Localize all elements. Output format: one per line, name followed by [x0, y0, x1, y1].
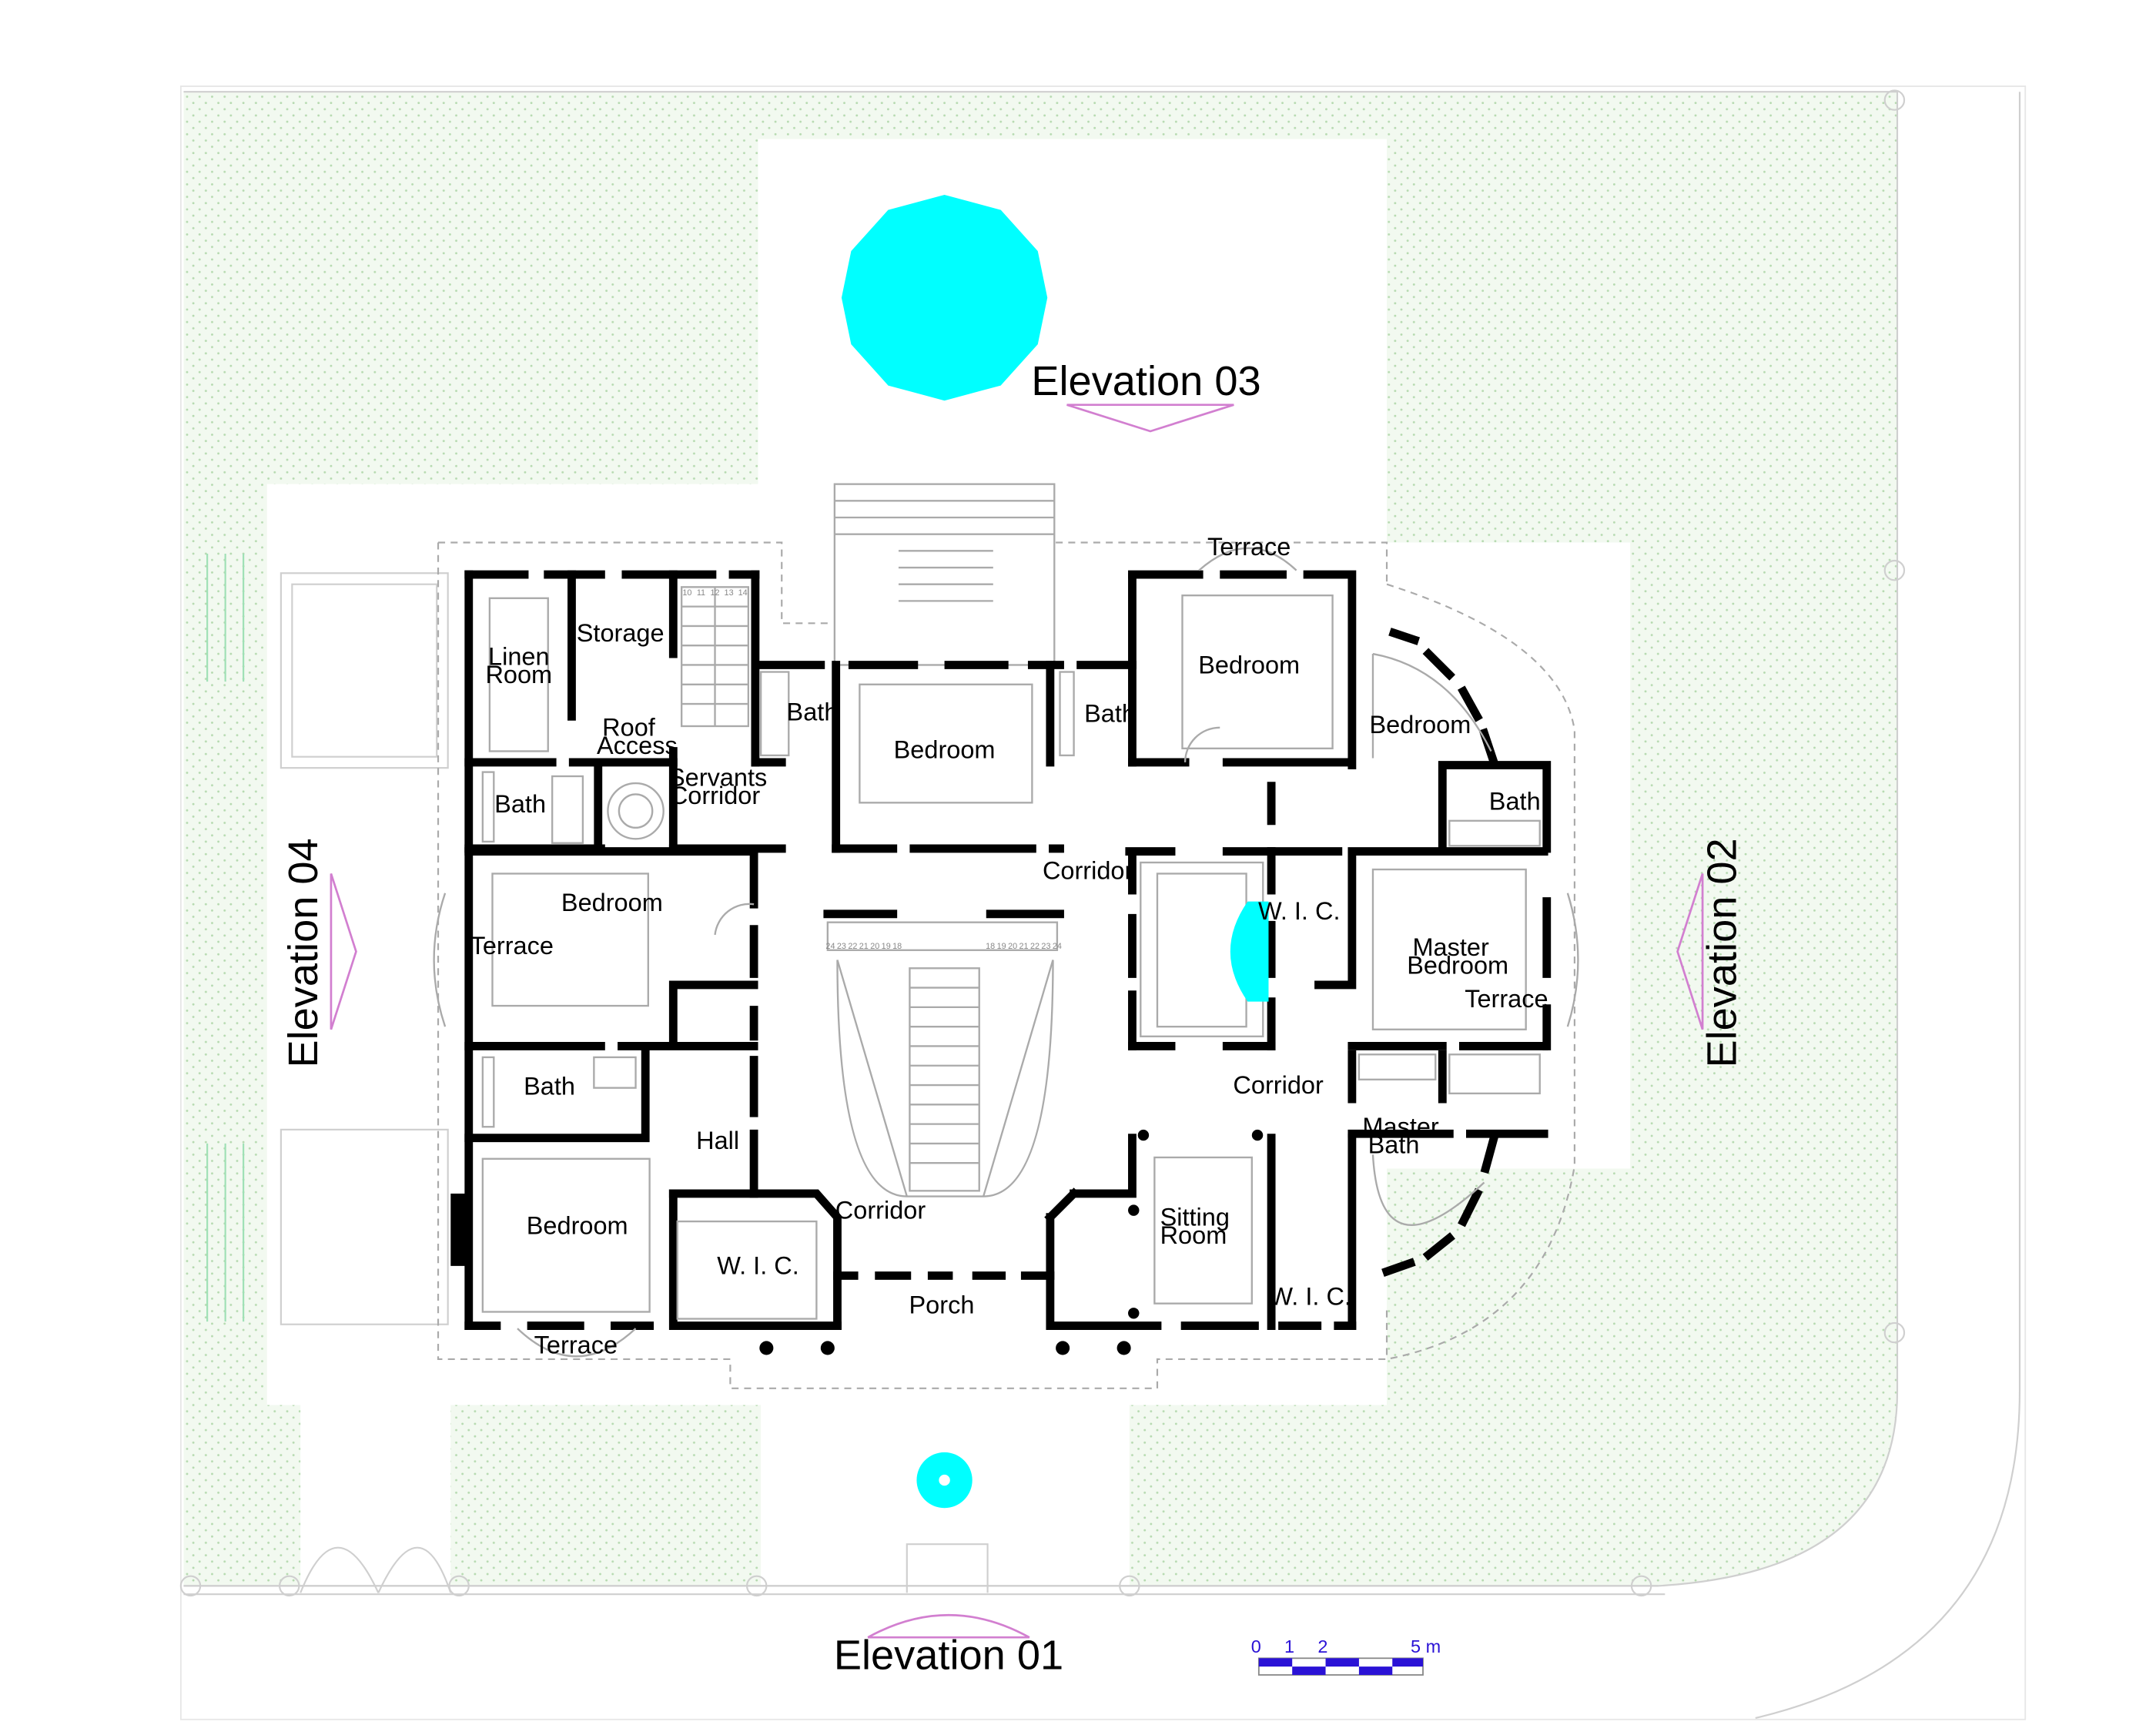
room-hall: Hall	[696, 1127, 739, 1154]
scale-bar: 0 1 2 5 m	[1251, 1636, 1441, 1676]
scale-label-0: 0	[1251, 1636, 1261, 1656]
svg-text:19: 19	[882, 942, 891, 951]
room-bedroom-west-lower: Bedroom	[527, 1211, 628, 1239]
elevation-04-label: Elevation 04	[280, 838, 326, 1067]
svg-text:19: 19	[997, 942, 1006, 951]
svg-text:24: 24	[1053, 942, 1062, 951]
svg-text:20: 20	[1008, 942, 1017, 951]
room-storage: Storage	[577, 619, 665, 647]
room-bath-nw-lower: Bath	[524, 1073, 575, 1100]
room-bedroom-east-bay: Bedroom	[1369, 711, 1471, 739]
svg-text:18: 18	[986, 942, 995, 951]
room-master-bedroom-line2: Bedroom	[1407, 952, 1508, 980]
room-bedroom-north-east: Bedroom	[1198, 651, 1300, 678]
room-linen-line1: Linen	[488, 642, 550, 670]
scale-label-2: 2	[1317, 1636, 1327, 1656]
walls	[450, 570, 1552, 1330]
room-roof-access-line1: Roof	[602, 714, 656, 742]
room-wic-south-west: W. I. C.	[717, 1252, 799, 1280]
room-terrace-west: Terrace	[470, 932, 554, 960]
room-corridor-south: Corridor	[835, 1196, 926, 1224]
svg-text:10: 10	[682, 588, 691, 598]
svg-text:20: 20	[870, 942, 879, 951]
elevation-01-label: Elevation 01	[834, 1633, 1063, 1679]
scale-label-5m: 5 m	[1411, 1636, 1441, 1656]
svg-text:24: 24	[825, 942, 835, 951]
svg-text:14: 14	[738, 588, 748, 598]
elevation-markers	[330, 404, 1704, 1639]
room-master-bedroom-line1: Master	[1412, 933, 1489, 961]
elevation-03-marker	[1066, 404, 1234, 433]
room-bath-north-right: Bath	[1084, 700, 1136, 728]
svg-text:13: 13	[725, 588, 734, 598]
room-linen-line2: Room	[485, 661, 552, 688]
elevation-02-marker	[1676, 873, 1704, 1030]
columns	[759, 1129, 1264, 1355]
room-labels: Linen Room Storage Roof Access Servants …	[470, 533, 1548, 1359]
room-servants-corridor-line2: Corridor	[670, 782, 761, 809]
room-terrace-north: Terrace	[1207, 533, 1291, 561]
room-bath-east: Bath	[1489, 787, 1541, 815]
svg-text:23: 23	[1041, 942, 1050, 951]
fixtures	[433, 547, 1579, 1358]
room-master-bath-line2: Bath	[1368, 1131, 1420, 1159]
stair-numbers: 10 11 12 13 14 24 23 22 21 20 19 18 18 1…	[682, 588, 1062, 951]
elevation-01-marker	[867, 1613, 1030, 1639]
scale-label-1: 1	[1284, 1636, 1294, 1656]
svg-text:18: 18	[892, 942, 902, 951]
svg-text:22: 22	[848, 942, 857, 951]
svg-text:21: 21	[859, 942, 869, 951]
room-bedroom-north-center: Bedroom	[894, 736, 996, 764]
room-corridor-east: Corridor	[1233, 1071, 1324, 1099]
svg-text:21: 21	[1019, 942, 1029, 951]
room-corridor-north: Corridor	[1043, 857, 1133, 885]
interior-pool	[1230, 901, 1269, 1002]
room-master-bath-line1: Master	[1362, 1113, 1439, 1141]
elevation-02-label: Elevation 02	[1699, 838, 1745, 1067]
room-wic-south-east: W. I. C.	[1269, 1282, 1351, 1310]
site	[179, 85, 2027, 1720]
pool	[839, 192, 1050, 404]
room-bath-nw-upper: Bath	[494, 790, 546, 818]
room-porch: Porch	[909, 1291, 975, 1318]
elevation-04-marker	[330, 873, 357, 1030]
room-terrace-south: Terrace	[534, 1331, 618, 1359]
room-servants-corridor-line1: Servants	[668, 764, 767, 792]
room-bath-north-left: Bath	[787, 698, 839, 726]
svg-text:23: 23	[837, 942, 846, 951]
room-terrace-east: Terrace	[1465, 985, 1548, 1013]
svg-text:22: 22	[1030, 942, 1040, 951]
room-sitting-room-line1: Sitting	[1160, 1203, 1230, 1231]
svg-text:11: 11	[697, 588, 705, 598]
room-roof-access-line2: Access	[597, 732, 678, 759]
room-wic-north-east: W. I. C.	[1258, 897, 1341, 925]
room-bedroom-west-upper: Bedroom	[561, 889, 663, 916]
room-sitting-room-line2: Room	[1160, 1221, 1227, 1249]
elevation-03-label: Elevation 03	[1031, 358, 1260, 404]
svg-text:12: 12	[710, 588, 719, 598]
